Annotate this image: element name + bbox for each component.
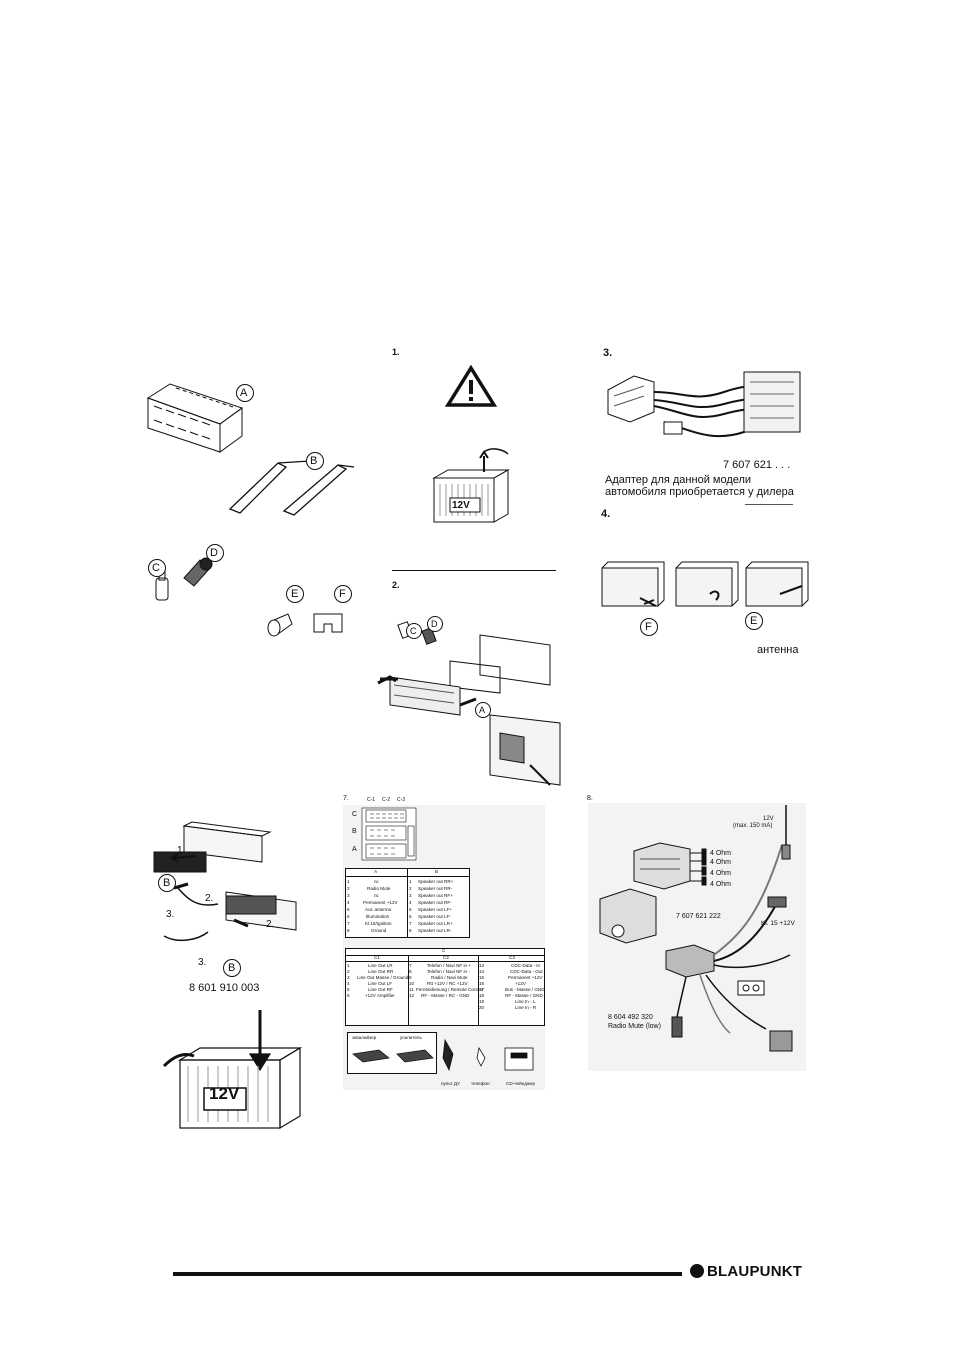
table-c bbox=[345, 948, 545, 1026]
part-label-c-marker bbox=[148, 559, 166, 577]
connector-top-c1: C-1 bbox=[367, 797, 376, 803]
battery-label-step1: 12V bbox=[452, 500, 470, 511]
table-c2-header: C2 bbox=[443, 955, 449, 960]
connector-row-c: C bbox=[352, 811, 358, 818]
part-label-b: B bbox=[310, 455, 318, 467]
speaker-ohm-4: 4 Ohm bbox=[710, 881, 732, 888]
mounting-frame-illustration bbox=[146, 383, 244, 453]
external-devices-illustration bbox=[352, 1038, 534, 1072]
connector-top-c3: C-3 bbox=[397, 797, 406, 803]
table-c3-header: C3 bbox=[509, 955, 515, 960]
step-8-label: 8. bbox=[587, 795, 593, 802]
part-label-f: F bbox=[339, 588, 346, 600]
removal-label-b1: B bbox=[163, 877, 171, 889]
step-3-label: 3. bbox=[603, 347, 613, 359]
antenna-label: антенна bbox=[757, 644, 799, 656]
adapter-part-number: 7 607 621 . . . bbox=[723, 459, 791, 471]
part-label-c: C bbox=[152, 562, 160, 574]
removal-label-b1-marker bbox=[158, 874, 176, 892]
divider-step3-step4 bbox=[745, 504, 793, 505]
removal-step-1: 1. bbox=[177, 845, 186, 856]
radio-mute-label: Radio Mute (low) bbox=[608, 1023, 661, 1030]
table-c1-header: C1 bbox=[374, 955, 380, 960]
removal-label-b2: B bbox=[228, 962, 236, 974]
step4-label-f: F bbox=[645, 621, 652, 633]
step-4-label: 4. bbox=[601, 508, 611, 520]
part-label-f-marker bbox=[334, 585, 352, 603]
table-c-header: C bbox=[442, 948, 446, 953]
ignition-label: Kl. 15 +12V bbox=[761, 920, 795, 927]
device-equalizer: эквалайзер bbox=[352, 1035, 377, 1040]
step2-label-a-marker bbox=[475, 702, 491, 718]
antenna-max-current: (max. 150 mA) bbox=[733, 823, 773, 829]
wiring-diagram bbox=[599, 805, 793, 1052]
removal-step-3a: 3. bbox=[166, 909, 175, 920]
device-phone: телефон bbox=[471, 1081, 490, 1086]
step4-label-e-marker bbox=[745, 612, 763, 630]
device-remote: пульт ДУ bbox=[441, 1081, 460, 1086]
step2-label-a: A bbox=[479, 705, 486, 715]
step4-label-e: E bbox=[750, 615, 758, 627]
radio-removal-illustration bbox=[153, 821, 297, 942]
step-7-label: 7. bbox=[343, 795, 349, 802]
part-label-d: D bbox=[210, 547, 218, 559]
connector-row-a: A bbox=[352, 846, 357, 853]
table-ab bbox=[345, 868, 470, 938]
removal-step-3b: 3. bbox=[198, 957, 207, 968]
release-keys-illustration bbox=[228, 460, 355, 516]
battery-disconnect-illustration bbox=[432, 448, 510, 523]
part-e-f-illustration bbox=[267, 613, 343, 637]
antenna-adapters-illustration bbox=[155, 557, 213, 601]
battery-label-reconnect: 12V bbox=[209, 1084, 240, 1103]
part-label-d-marker bbox=[206, 544, 224, 562]
speaker-ohm-1: 4 Ohm bbox=[710, 850, 732, 857]
connector-row-b: B bbox=[352, 828, 357, 835]
step-1-label: 1. bbox=[392, 347, 400, 357]
device-amplifier: усилитель bbox=[400, 1035, 422, 1040]
release-tool-number: 8 601 910 003 bbox=[189, 982, 260, 994]
part-label-b-marker bbox=[306, 452, 324, 470]
removal-step-2b: 2. bbox=[266, 919, 275, 930]
connector-pinout-diagram bbox=[361, 807, 417, 861]
footer-rule bbox=[173, 1272, 682, 1276]
table-b-header: B bbox=[435, 869, 439, 874]
speaker-ohm-2: 4 Ohm bbox=[710, 859, 732, 866]
step2-label-c-marker bbox=[406, 623, 422, 639]
speaker-ohm-3: 4 Ohm bbox=[710, 870, 732, 877]
adapter-harness-illustration bbox=[607, 371, 801, 438]
battery-reconnect-illustration bbox=[162, 1010, 303, 1130]
part-label-a: A bbox=[240, 387, 248, 399]
step-2-label: 2. bbox=[392, 580, 400, 590]
step2-label-c: C bbox=[410, 626, 417, 636]
part-label-e-marker bbox=[286, 585, 304, 603]
adapter-note-line2: автомобиля приобретается у дилера bbox=[605, 486, 794, 498]
brand-logo-icon bbox=[690, 1264, 704, 1278]
antenna-connection-illustration bbox=[601, 561, 809, 607]
adapter-part-number-wiring: 7 607 621 222 bbox=[676, 913, 721, 920]
removal-step-2a: 2. bbox=[205, 893, 214, 904]
warning-icon bbox=[444, 364, 498, 407]
step4-label-f-marker bbox=[640, 618, 658, 636]
removal-label-b2-marker bbox=[223, 959, 241, 977]
divider-step1-step2 bbox=[392, 570, 556, 571]
antenna-12v: 12V bbox=[763, 816, 774, 822]
mute-part-number: 8 604 492 320 bbox=[608, 1014, 653, 1021]
brand-name: BLAUPUNKT bbox=[707, 1263, 803, 1280]
connector-top-c2: C-2 bbox=[382, 797, 391, 803]
step2-label-d-marker bbox=[427, 616, 443, 632]
installation-illustration bbox=[377, 621, 561, 786]
device-cd-changer: CD-чейнджер bbox=[506, 1081, 536, 1086]
part-label-e: E bbox=[291, 588, 299, 600]
step2-label-d: D bbox=[431, 619, 438, 629]
brand-logo: BLAUPUNKT bbox=[690, 1263, 802, 1280]
table-a-header: A bbox=[374, 869, 378, 874]
part-label-a-marker bbox=[236, 384, 254, 402]
adapter-note-line1: Адаптер для данной модели bbox=[605, 474, 752, 486]
